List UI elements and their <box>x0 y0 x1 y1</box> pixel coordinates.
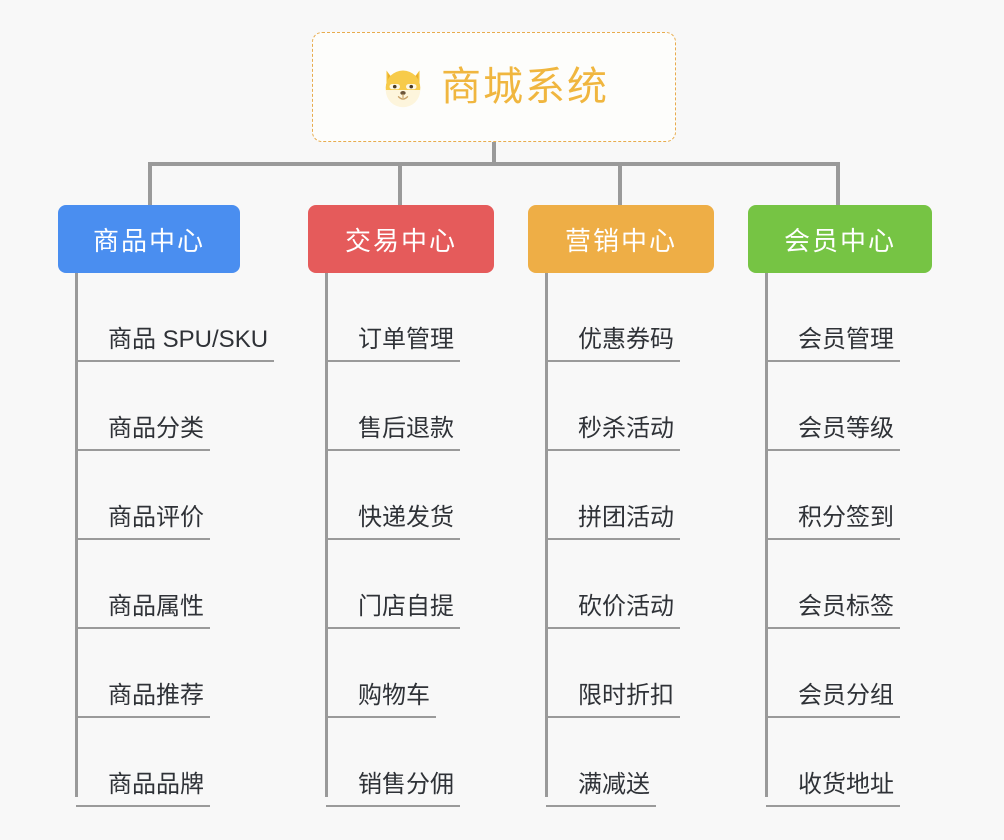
root-node[interactable]: 商城系统 <box>312 32 676 142</box>
leaf-label: 商品品牌 <box>76 771 210 807</box>
list-item[interactable]: 售后退款 <box>326 362 494 451</box>
branch-column-member-center: 会员中心 会员管理 会员等级 积分签到 会员标签 会员分组 收货地址 <box>748 205 932 807</box>
list-item[interactable]: 秒杀活动 <box>546 362 714 451</box>
branch-header-trade-center[interactable]: 交易中心 <box>308 205 494 273</box>
branch-column-marketing-center: 营销中心 优惠券码 秒杀活动 拼团活动 砍价活动 限时折扣 满减送 <box>528 205 714 807</box>
leaf-list-product-center: 商品 SPU/SKU 商品分类 商品评价 商品属性 商品推荐 商品品牌 <box>58 273 275 807</box>
leaf-label: 砍价活动 <box>546 593 680 629</box>
branch-header-label: 交易中心 <box>344 225 457 256</box>
leaf-label: 商品分类 <box>76 415 210 451</box>
list-item[interactable]: 商品分类 <box>76 362 274 451</box>
leaf-label: 优惠券码 <box>546 326 680 362</box>
leaf-label: 快递发货 <box>326 504 460 540</box>
leaf-label: 购物车 <box>326 682 436 718</box>
leaf-rail <box>325 273 328 797</box>
leaf-label: 会员标签 <box>766 593 900 629</box>
branch-header-member-center[interactable]: 会员中心 <box>748 205 932 273</box>
list-item[interactable]: 会员等级 <box>766 362 932 451</box>
leaf-label: 会员等级 <box>766 415 900 451</box>
leaf-label: 收货地址 <box>766 771 900 807</box>
leaf-label: 会员分组 <box>766 682 900 718</box>
list-item[interactable]: 商品属性 <box>76 540 274 629</box>
list-item[interactable]: 商品推荐 <box>76 629 274 718</box>
leaf-label: 商品属性 <box>76 593 210 629</box>
list-item[interactable]: 收货地址 <box>766 718 932 807</box>
leaf-label: 拼团活动 <box>546 504 680 540</box>
branch-column-trade-center: 交易中心 订单管理 售后退款 快递发货 门店自提 购物车 销售分佣 <box>308 205 494 807</box>
leaf-label: 订单管理 <box>326 326 460 362</box>
leaf-rail <box>75 273 78 797</box>
list-item[interactable]: 订单管理 <box>326 273 494 362</box>
branch-header-label: 商品中心 <box>92 225 205 256</box>
list-item[interactable]: 会员管理 <box>766 273 932 362</box>
list-item[interactable]: 拼团活动 <box>546 451 714 540</box>
leaf-label: 售后退款 <box>326 415 460 451</box>
list-item[interactable]: 会员分组 <box>766 629 932 718</box>
list-item[interactable]: 门店自提 <box>326 540 494 629</box>
list-item[interactable]: 购物车 <box>326 629 494 718</box>
leaf-label: 商品评价 <box>76 504 210 540</box>
leaf-label: 秒杀活动 <box>546 415 680 451</box>
list-item[interactable]: 会员标签 <box>766 540 932 629</box>
list-item[interactable]: 快递发货 <box>326 451 494 540</box>
branch-header-marketing-center[interactable]: 营销中心 <box>528 205 714 273</box>
list-item[interactable]: 砍价活动 <box>546 540 714 629</box>
leaf-list-member-center: 会员管理 会员等级 积分签到 会员标签 会员分组 收货地址 <box>748 273 932 807</box>
leaf-label: 商品 SPU/SKU <box>76 326 275 362</box>
branch-header-label: 营销中心 <box>564 225 677 256</box>
leaf-label: 积分签到 <box>766 504 900 540</box>
leaf-label: 限时折扣 <box>546 682 680 718</box>
list-item[interactable]: 优惠券码 <box>546 273 714 362</box>
root-title: 商城系统 <box>441 65 609 109</box>
list-item[interactable]: 限时折扣 <box>546 629 714 718</box>
leaf-label: 商品推荐 <box>76 682 210 718</box>
leaf-label: 门店自提 <box>326 593 460 629</box>
leaf-list-marketing-center: 优惠券码 秒杀活动 拼团活动 砍价活动 限时折扣 满减送 <box>528 273 714 807</box>
list-item[interactable]: 商品评价 <box>76 451 274 540</box>
branch-header-product-center[interactable]: 商品中心 <box>58 205 240 273</box>
leaf-label: 销售分佣 <box>326 771 460 807</box>
branch-header-label: 会员中心 <box>783 225 896 256</box>
leaf-list-trade-center: 订单管理 售后退款 快递发货 门店自提 购物车 销售分佣 <box>308 273 494 807</box>
list-item[interactable]: 满减送 <box>546 718 714 807</box>
list-item[interactable]: 积分签到 <box>766 451 932 540</box>
branch-column-product-center: 商品中心 商品 SPU/SKU 商品分类 商品评价 商品属性 商品推荐 商品品牌 <box>58 205 275 807</box>
leaf-label: 会员管理 <box>766 326 900 362</box>
leaf-rail <box>545 273 548 797</box>
leaf-rail <box>765 273 768 797</box>
list-item[interactable]: 商品 SPU/SKU <box>76 273 275 362</box>
list-item[interactable]: 销售分佣 <box>326 718 494 807</box>
leaf-label: 满减送 <box>546 771 656 807</box>
list-item[interactable]: 商品品牌 <box>76 718 274 807</box>
shiba-inu-dog-emoji <box>385 70 421 108</box>
